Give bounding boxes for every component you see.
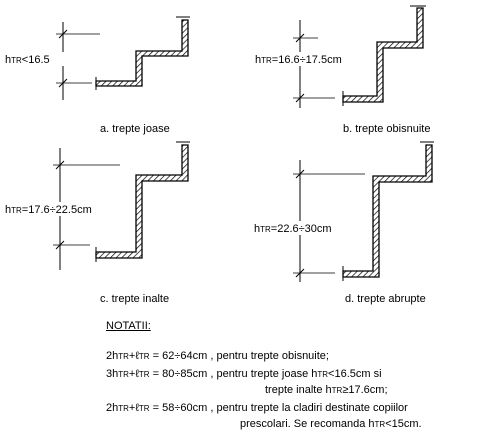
dim-tick-bottom-b [295, 93, 305, 103]
diagram-b: hTR=16.6÷17.5cm b. trepte obisnuite [254, 5, 430, 135]
diagram-c: hTR=17.6÷22.5cm c. trepte inalte [4, 141, 190, 305]
stair-profile-d [342, 144, 433, 278]
caption-d: d. trepte abrupte [345, 293, 426, 305]
caption-c: c. trepte inalte [100, 293, 169, 305]
stair-profile-b [342, 7, 424, 103]
dim-tick-top-c [55, 160, 65, 170]
dim-tick-bottom-a [58, 78, 68, 88]
diagram-d: hTR=22.6÷30cm d. trepte abrupte [253, 141, 434, 305]
dim-label-c: hTR=17.6÷22.5cm [5, 204, 92, 216]
caption-b: b. trepte obisnuite [343, 123, 430, 135]
stair-profile-a [95, 19, 189, 87]
dim-tick-top-b [295, 33, 305, 43]
dim-label-a: hTR<16.5 [5, 54, 50, 66]
dim-tick-top-a [58, 29, 68, 39]
caption-a: a. trepte joase [100, 123, 170, 135]
stair-profile-c [95, 144, 189, 259]
dim-tick-bottom-c [55, 240, 65, 250]
dim-tick-top-d [295, 169, 305, 179]
dim-label-d: hTR=22.6÷30cm [254, 223, 332, 235]
dim-label-b: hTR=16.6÷17.5cm [255, 54, 342, 66]
diagram-a: hTR<16.5 a. trepte joase [4, 16, 190, 135]
dim-tick-bottom-d [295, 268, 305, 278]
